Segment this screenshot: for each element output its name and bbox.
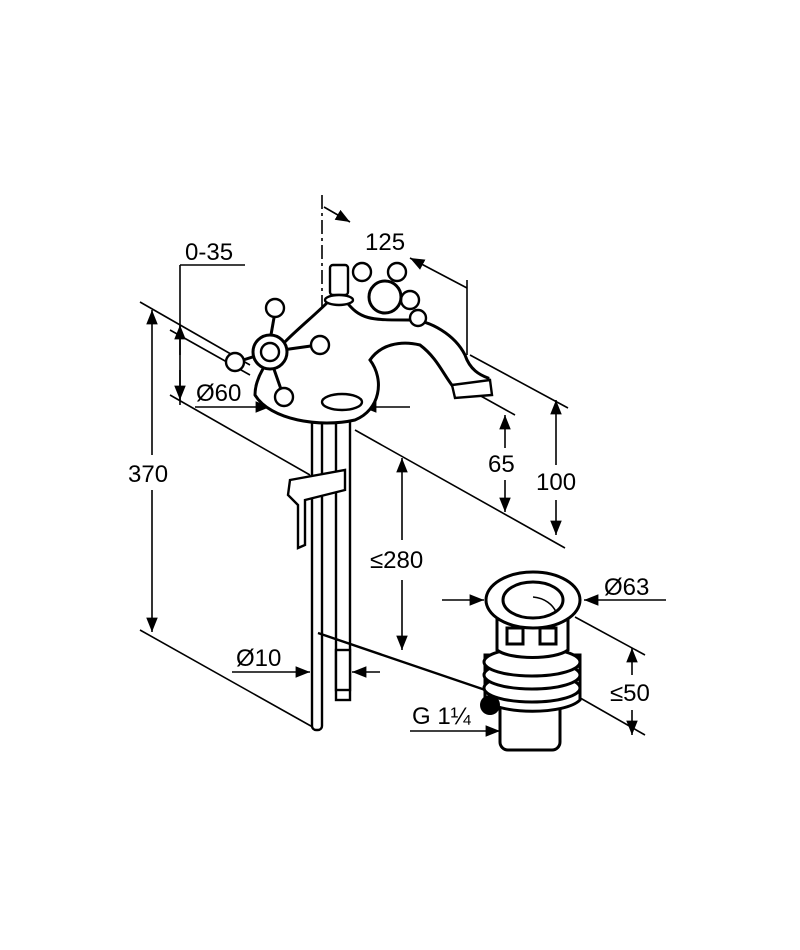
- mounting-bracket: [286, 468, 347, 550]
- cross-handle-right: [351, 261, 428, 328]
- faucet-drawing: [224, 261, 501, 732]
- pull-rod: [317, 631, 501, 697]
- dim-rod-length: ≤280: [370, 547, 423, 574]
- threaded-rod: [310, 418, 324, 732]
- dim-body-height: 100: [536, 469, 576, 496]
- dim-waste-height: ≤50: [610, 680, 650, 707]
- dimension-lines: [139, 195, 666, 737]
- dim-spout-height: 65: [488, 451, 515, 478]
- pop-up-knob: [328, 263, 350, 297]
- dim-rod-diameter: Ø10: [236, 645, 281, 672]
- dim-waste-diameter: Ø63: [604, 574, 649, 601]
- dim-spout-reach: 125: [365, 229, 405, 256]
- spout-outlet: [450, 378, 494, 400]
- dim-waste-thread: G 1¼: [412, 703, 472, 730]
- dim-adjust-range: 0-35: [185, 239, 233, 266]
- dim-base-diameter: Ø60: [196, 380, 241, 407]
- dim-total-height: 370: [128, 461, 168, 488]
- cross-handle-left: [224, 297, 331, 408]
- pop-up-waste-drawing: [480, 570, 582, 752]
